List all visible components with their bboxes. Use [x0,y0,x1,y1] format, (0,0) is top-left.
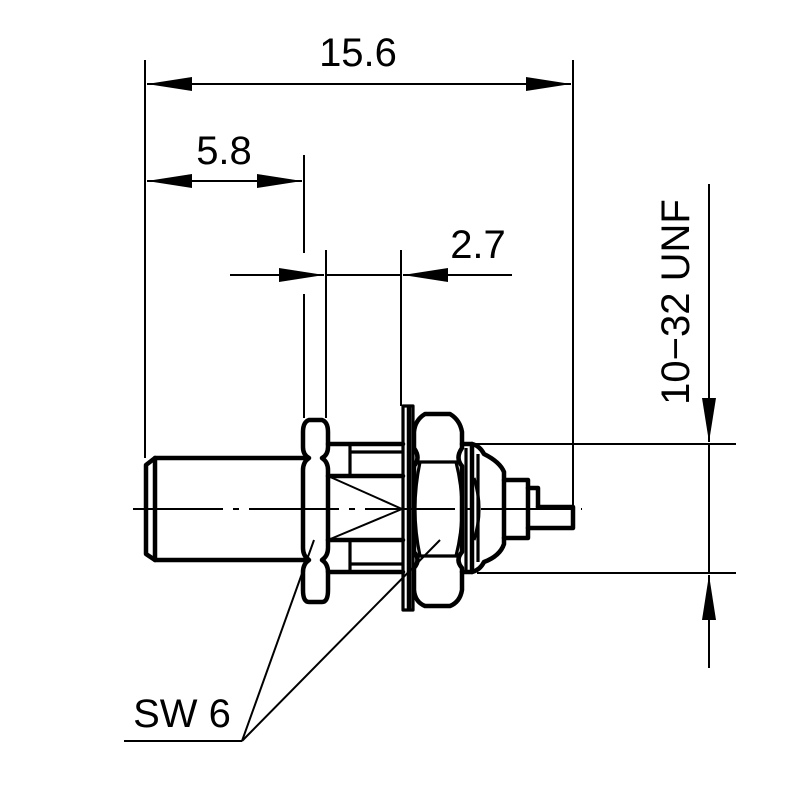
wrench-size-label: SW 6 [133,692,231,736]
leader-line-front-nut [241,539,315,742]
arrow-left-icon [403,268,448,282]
arrow-right-icon [279,268,324,282]
connector-body [133,404,582,612]
dimension-label-15-6: 15.6 [319,31,397,75]
wrench-size-callout: SW 6 [124,539,441,742]
arrow-down-icon [702,398,716,442]
arrow-up-icon [702,575,716,620]
leader-line-panel-nut [241,539,441,742]
dimension-thread: 10−32 UNF [475,184,736,668]
front-flange-nut [300,417,331,605]
arrow-right-icon [526,77,571,91]
dimension-label-2-7: 2.7 [450,223,506,267]
dimension-label-5-8: 5.8 [196,129,252,173]
arrow-right-icon [257,174,302,188]
arrow-left-icon [147,174,192,188]
threaded-body [325,441,406,575]
dimension-panel-thickness: 2.7 [230,223,512,418]
dimension-label-thread: 10−32 UNF [654,199,698,405]
arrow-left-icon [147,77,192,91]
dimension-overall-length: 15.6 [144,31,574,508]
dimension-front-length: 5.8 [147,129,305,418]
